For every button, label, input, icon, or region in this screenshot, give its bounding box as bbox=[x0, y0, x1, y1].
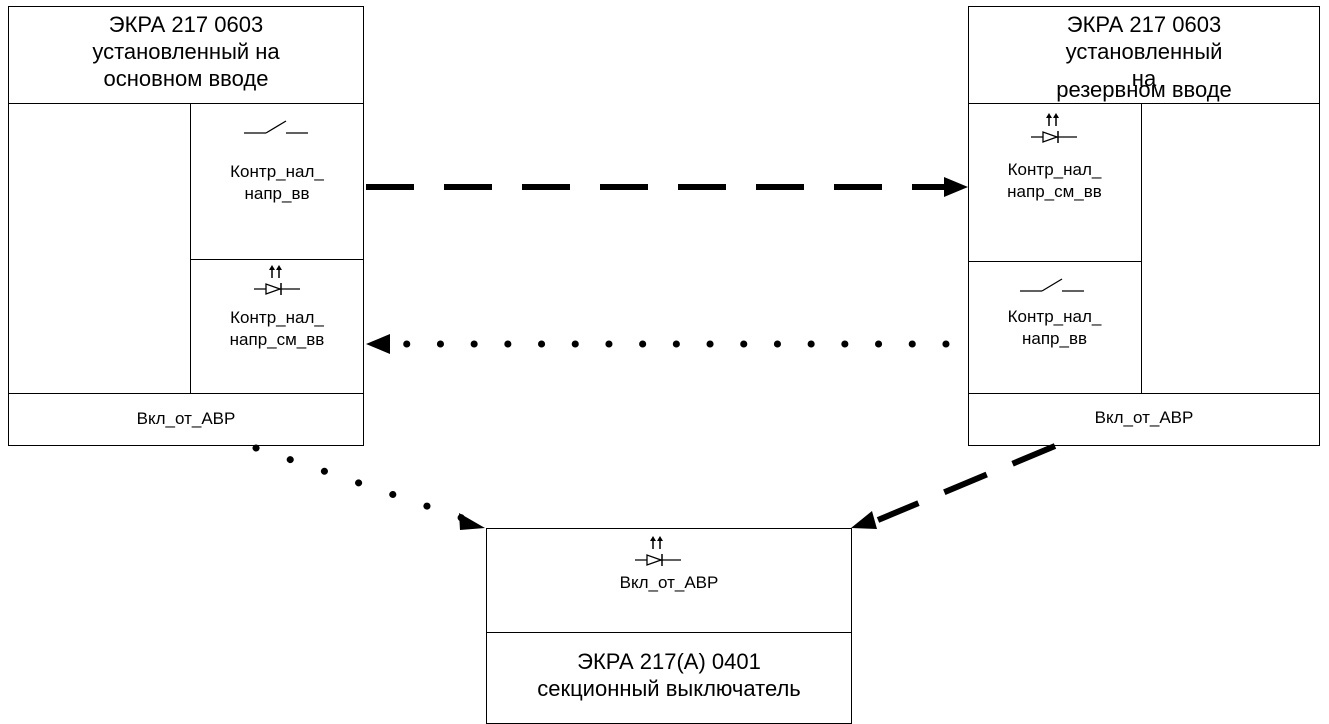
right-input-line-2: напр_см_вв bbox=[1007, 182, 1102, 201]
right-bottom-signal-label: Вкл_от_АВР bbox=[1094, 408, 1194, 427]
right-input-line-1: Контр_нал_ bbox=[1007, 160, 1102, 179]
dotted-connection-left-to-bottom bbox=[252, 444, 466, 522]
left-bottom-signal-label: Вкл_от_АВР bbox=[136, 409, 236, 428]
discrete-input-diode-icon bbox=[254, 265, 300, 295]
right-title-line-4-wrap: резервном вводе bbox=[968, 76, 1320, 103]
normally-open-contact-icon bbox=[1020, 278, 1084, 292]
normally-open-contact-icon bbox=[244, 120, 308, 134]
left-title-line-1: ЭКРА 217 0603 bbox=[108, 12, 264, 37]
right-input-signal-label: Контр_нал_ напр_см_вв bbox=[968, 159, 1141, 203]
bottom-device bbox=[486, 528, 852, 724]
left-device bbox=[8, 6, 364, 446]
bottom-input-signal-label: Вкл_от_АВР bbox=[619, 573, 719, 592]
dashed-connection-right-to-bottom bbox=[876, 443, 1057, 523]
right-output-signal-label: Контр_нал_ напр_вв bbox=[968, 306, 1141, 350]
right-title-line-3-4: на bbox=[968, 65, 1320, 92]
right-cell-divider bbox=[968, 261, 1141, 262]
right-title-line-4: резервном вводе bbox=[1056, 77, 1232, 102]
left-cell-divider bbox=[190, 259, 364, 260]
left-column-divider bbox=[190, 103, 191, 393]
left-device-title: ЭКРА 217 0603 установленный на основном … bbox=[8, 11, 364, 92]
right-device bbox=[968, 6, 1320, 446]
right-output-line-2: напр_вв bbox=[1021, 329, 1088, 348]
left-output-line-1: Контр_нал_ bbox=[230, 162, 324, 181]
arrowhead-bottom-right bbox=[851, 511, 877, 529]
bottom-device-title: ЭКРА 217(А) 0401 секционный выключатель bbox=[486, 648, 852, 702]
bottom-title-line-2: секционный выключатель bbox=[537, 676, 801, 701]
left-header-divider bbox=[8, 103, 364, 104]
left-title-line-3: основном вводе bbox=[103, 66, 269, 91]
discrete-input-diode-icon bbox=[635, 536, 681, 566]
right-device-title: ЭКРА 217 0603 установленный на bbox=[968, 11, 1320, 92]
left-output-signal-label: Контр_нал_ напр_вв bbox=[190, 161, 364, 205]
left-input-line-1: Контр_нал_ bbox=[230, 308, 324, 327]
right-title-line-1: ЭКРА 217 0603 bbox=[1066, 12, 1222, 37]
bottom-device-divider bbox=[486, 632, 852, 633]
right-output-line-1: Контр_нал_ bbox=[1007, 307, 1102, 326]
left-title-line-2: установленный на bbox=[92, 39, 280, 64]
right-title-line-2: установленный bbox=[1065, 39, 1223, 64]
right-header-divider bbox=[968, 103, 1320, 104]
left-input-line-2: напр_см_вв bbox=[229, 330, 325, 349]
right-footer-divider bbox=[968, 393, 1320, 394]
right-column-divider bbox=[1141, 103, 1142, 393]
arrowhead-bottom-left bbox=[459, 513, 485, 530]
bottom-title-line-1: ЭКРА 217(А) 0401 bbox=[577, 649, 761, 674]
left-input-signal-label: Контр_нал_ напр_см_вв bbox=[190, 307, 364, 351]
left-output-line-2: напр_вв bbox=[244, 184, 310, 203]
arrowhead-right bbox=[944, 177, 968, 197]
right-title-line-3: на bbox=[1131, 66, 1157, 91]
left-footer-divider bbox=[8, 393, 364, 394]
arrowhead-left bbox=[366, 334, 390, 354]
discrete-input-diode-icon bbox=[1031, 113, 1077, 143]
